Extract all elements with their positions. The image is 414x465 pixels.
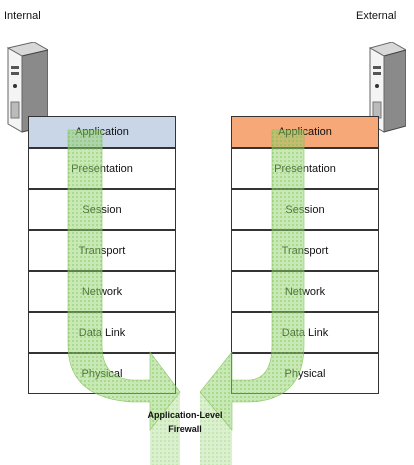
left-arrow-tail [150, 392, 180, 465]
server-tower-icon [2, 41, 50, 139]
left-arrow [67, 129, 181, 431]
layer-network: Network [231, 271, 379, 312]
layer-presentation: Presentation [231, 148, 379, 189]
layer-session: Session [231, 189, 379, 230]
layer-application: Application [231, 116, 379, 148]
external-label: External [356, 10, 397, 22]
right-arrow [199, 129, 305, 431]
layer-transport: Transport [231, 230, 379, 271]
firewall-caption-line2: Firewall [168, 424, 202, 434]
firewall-caption-line1: Application-Level [147, 410, 223, 420]
firewall-caption: Application-Level Firewall [120, 408, 250, 436]
server-tower-icon [350, 41, 408, 139]
internal-label: Internal [4, 10, 41, 22]
right-arrow-tail [200, 392, 232, 465]
